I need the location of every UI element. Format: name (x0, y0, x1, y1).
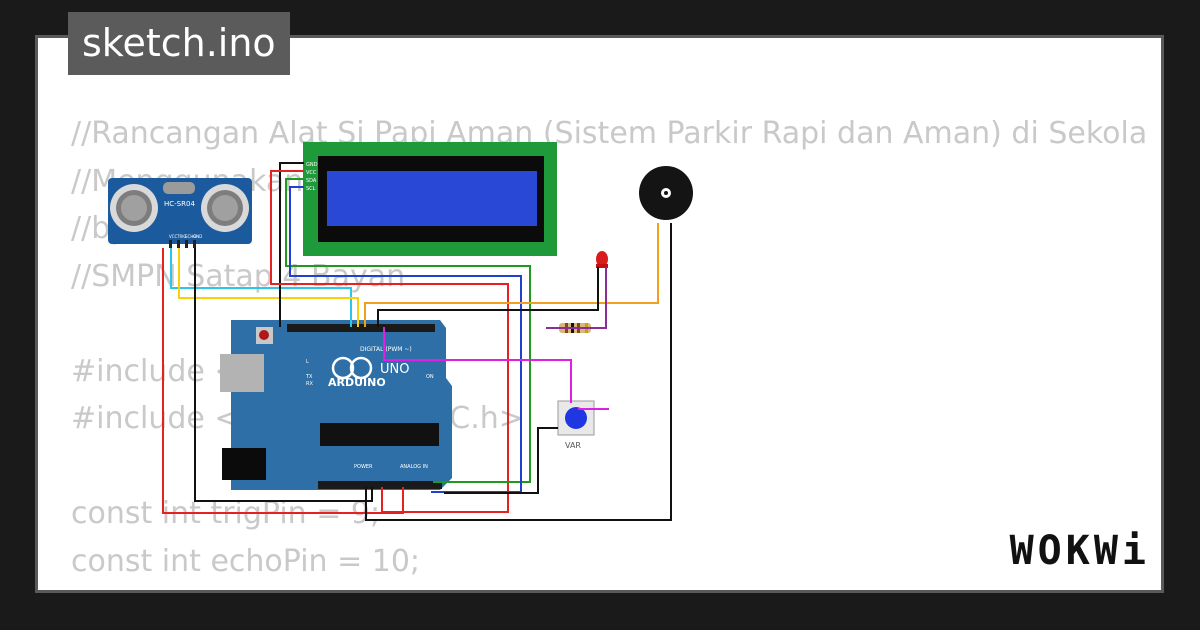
digital-header (287, 324, 435, 332)
wire-echo (178, 248, 359, 327)
buzzer[interactable] (639, 166, 693, 220)
button-cap (565, 407, 587, 429)
usb-connector (220, 354, 264, 392)
led[interactable] (596, 251, 608, 268)
wire-button-signal (383, 327, 572, 403)
lcd-pin-gnd: GND (306, 162, 318, 168)
wire-lcd-gnd (279, 162, 304, 327)
microcontroller-chip (320, 423, 439, 446)
wire-sensor-gnd (194, 248, 373, 502)
wire-button-gnd (444, 427, 558, 494)
lcd-display[interactable]: GND VCC SDA SCL (303, 142, 557, 256)
led-bulb (596, 251, 608, 267)
arduino-pcb (231, 320, 452, 490)
preview-card: //Rancangan Alat Si Papi Aman (Sistem Pa… (35, 35, 1164, 593)
wire-lcd-vcc (270, 170, 509, 513)
circuit-diagram: GND VCC SDA SCL HC-SR04 VCC TRIG ECHO GN… (108, 142, 693, 521)
wokwi-logo: WOKWi (1009, 528, 1150, 574)
l-label: L (306, 359, 309, 365)
wire-sensor-vcc (162, 248, 404, 514)
arduino-brand: ARDUINO (328, 376, 386, 389)
wire-lcd-sda (285, 178, 531, 483)
ultrasonic-pin-vcc: VCC (169, 234, 178, 239)
digital-label: DIGITAL (PWM ~) (360, 346, 412, 353)
power-label: POWER (354, 464, 373, 470)
on-label: ON (426, 374, 434, 380)
code-line: const int echoPin = 10; (71, 543, 421, 579)
lcd-pin-sda: SDA (306, 178, 317, 184)
ultrasonic-pin-gnd: GND (193, 234, 202, 239)
lcd-screen (327, 171, 537, 226)
rx-label: RX (306, 381, 313, 387)
wire-buzzer-signal (364, 223, 659, 327)
ultrasonic-pin-echo: ECHO (185, 234, 196, 239)
arduino-model: UNO (380, 362, 409, 377)
wire-buzzer-gnd (365, 223, 672, 521)
wire-led-resistor (546, 267, 607, 329)
power-jack (222, 448, 266, 480)
file-tab[interactable]: sketch.ino (68, 12, 290, 75)
wire-trig (170, 248, 352, 327)
ultrasonic-pin-trig: TRIG (176, 234, 187, 239)
arduino-infinity-logo (331, 356, 355, 380)
wires (162, 162, 672, 521)
wire-led-gnd (377, 267, 599, 327)
ultrasonic-label: HC-SR04 (164, 200, 195, 208)
push-button-var[interactable]: VAR (557, 400, 595, 450)
tx-label: TX (305, 374, 313, 380)
lcd-pin-vcc: VCC (306, 170, 317, 176)
button-label: VAR (565, 441, 581, 450)
ultrasonic-crystal (163, 182, 195, 194)
analog-label: ANALOG IN (400, 464, 428, 470)
power-analog-header (318, 481, 442, 489)
lcd-pin-scl: SCL (306, 186, 316, 192)
arduino-uno-board[interactable]: ARDUINO UNO DIGITAL (PWM ~) POWER ANALOG… (220, 320, 452, 490)
ultrasonic-sensor[interactable]: HC-SR04 VCC TRIG ECHO GND (108, 178, 252, 248)
